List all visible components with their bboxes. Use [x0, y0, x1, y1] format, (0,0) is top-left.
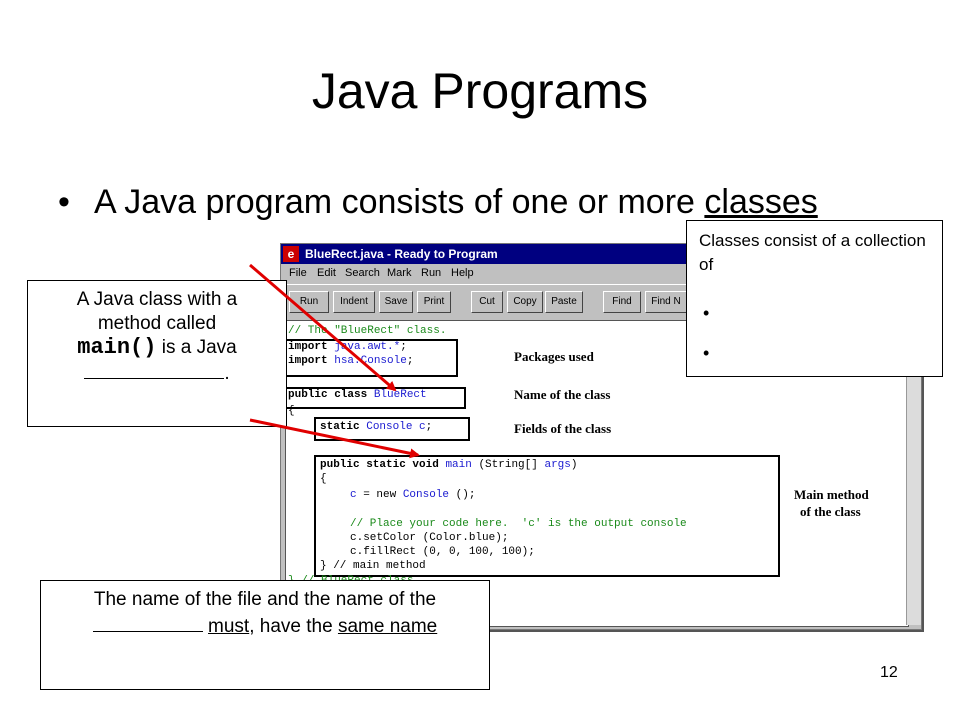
slide-title: Java Programs [311, 63, 649, 119]
callout-classes-text: Classes consist of a collection of [699, 231, 926, 274]
callout-main-line4: . [28, 360, 286, 386]
label-fields: Fields of the class [514, 421, 612, 436]
bullet-dot: • [58, 183, 70, 221]
callout-main-line3: main() is a Java [77, 335, 237, 360]
classes-underlined: classes [704, 183, 818, 221]
ide-menu-bar: File Edit Search Mark Run Help [281, 264, 921, 282]
arrow-main-to-method [249, 418, 420, 459]
find-button[interactable]: Find [603, 291, 641, 313]
code-main-brace: { [320, 473, 327, 485]
callout-classes-bullet-2: • [703, 343, 710, 363]
fields-box [314, 417, 470, 441]
label-class-name: Name of the class [514, 387, 611, 402]
code-field: static Console c; [320, 421, 433, 433]
file-fill-in-blank [92, 613, 203, 632]
copy-button[interactable]: Copy [507, 291, 543, 313]
code-fillrect: c.fillRect (0, 0, 100, 100); [350, 546, 535, 558]
callout-main-class: A Java class with a method called main()… [27, 280, 287, 427]
code-new-console: c = new Console (); [350, 489, 476, 501]
code-comment-2: // Place your code here. 'c' is the outp… [350, 518, 687, 530]
code-import-2: import hsa.Console; [288, 355, 414, 367]
menu-file[interactable]: File [289, 267, 307, 279]
callout-classes-bullet-1: • [703, 303, 710, 323]
callout-classes-collection: Classes consist of a collection of • • [686, 220, 943, 377]
code-comment: // The "BlueRect" class. [288, 325, 447, 337]
code-main-close: } // main method [320, 560, 426, 572]
callout-main-line1: A Java class with a [76, 289, 238, 310]
menu-edit[interactable]: Edit [317, 267, 336, 279]
menu-search[interactable]: Search [345, 267, 380, 279]
save-button[interactable]: Save [379, 291, 413, 313]
callout-file-name: The name of the file and the name of the… [40, 580, 490, 690]
label-main-method-2: of the class [800, 504, 861, 519]
ide-app-icon: e [283, 246, 299, 262]
callout-file-text: The name of the file and the name of the… [92, 589, 438, 637]
code-editor[interactable]: // The "BlueRect" class. import java.awt… [284, 320, 909, 627]
page-number: 12 [880, 664, 898, 681]
paste-button[interactable]: Paste [545, 291, 583, 313]
print-button[interactable]: Print [417, 291, 451, 313]
menu-mark[interactable]: Mark [387, 267, 412, 279]
callout-main-line2: method called [97, 313, 217, 334]
main-method-box [314, 455, 780, 577]
label-main-method-1: Main method [794, 487, 869, 502]
arrow-classes-to-class-name [249, 263, 397, 392]
code-main-decl: public static void main (String[] args) [320, 459, 578, 471]
bullet-text: A Java program consists of one or more c… [94, 183, 818, 221]
code-class-decl: public class BlueRect [288, 389, 427, 401]
code-brace-open: { [288, 405, 295, 417]
menu-help[interactable]: Help [451, 267, 474, 279]
ide-window-title: BlueRect.java - Ready to Program [305, 247, 498, 261]
menu-run[interactable]: Run [421, 267, 442, 279]
ide-screenshot: e BlueRect.java - Ready to Program File … [280, 243, 922, 630]
label-packages-used: Packages used [514, 349, 594, 364]
ide-scrollbar[interactable] [906, 320, 921, 625]
cut-button[interactable]: Cut [471, 291, 503, 313]
indent-button[interactable]: Indent [333, 291, 375, 313]
code-setcolor: c.setColor (Color.blue); [350, 532, 509, 544]
fill-in-blank [84, 360, 225, 379]
